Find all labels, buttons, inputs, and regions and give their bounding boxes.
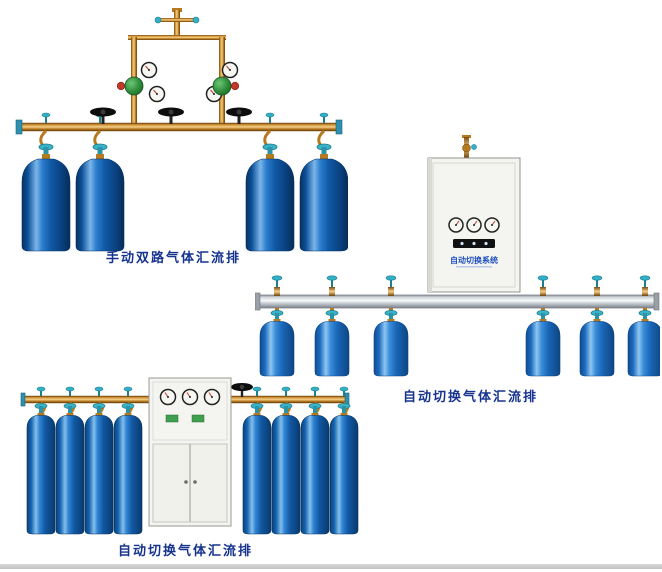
handwheel-valve	[90, 107, 116, 124]
mini-valve	[471, 144, 477, 150]
figure-auto-switch-manifold-b	[20, 377, 359, 535]
control-cabinet	[148, 377, 232, 527]
caption-auto-switch-manifold-a: 自动切换气体汇流排	[403, 389, 539, 404]
gas-cylinder	[271, 403, 301, 535]
gas-cylinder	[525, 309, 561, 377]
gas-cylinder	[259, 309, 295, 377]
gas-cylinder	[26, 403, 56, 535]
green-label	[191, 414, 205, 423]
gas-cylinder	[75, 143, 125, 252]
shutoff-valve	[639, 275, 651, 297]
handwheel-valve	[226, 107, 252, 124]
red-knob	[230, 81, 240, 91]
shutoff-valve	[271, 275, 283, 297]
port-valve	[281, 386, 291, 397]
shutoff-valve	[385, 275, 397, 297]
gas-cylinder	[113, 403, 143, 535]
cabinet-label: 自动切换系统	[450, 255, 498, 265]
cabinet-door-left	[152, 443, 190, 523]
mini-valve	[192, 16, 200, 24]
port-valve	[65, 386, 75, 397]
cabinet-door-right	[190, 443, 228, 523]
port-valve	[123, 386, 133, 397]
control-cabinet: 自动切换系统	[427, 157, 521, 293]
pressure-gauge	[181, 388, 199, 406]
bar-end-cap	[255, 292, 261, 311]
regulator-body	[212, 76, 232, 96]
caption-auto-switch-manifold-b: 自动切换气体汇流排	[118, 543, 254, 558]
regulator-body	[124, 76, 144, 96]
gas-cylinder	[21, 143, 71, 252]
pressure-gauge	[466, 217, 482, 233]
tee-pipe	[160, 18, 194, 22]
gas-cylinder	[300, 403, 330, 535]
figure-manual-dual-manifold	[15, 8, 348, 252]
pipe-end-cap	[20, 392, 26, 407]
pressure-gauge	[148, 85, 166, 103]
page-bottom-divider	[0, 564, 662, 569]
mini-valve	[154, 16, 162, 24]
port-valve	[41, 112, 51, 124]
gas-cylinder	[314, 309, 350, 377]
riser-pipe	[174, 10, 180, 40]
pressure-gauge	[203, 388, 221, 406]
upper-pipe	[128, 35, 226, 40]
cabinet-top-pipe	[462, 135, 477, 158]
shutoff-valve	[591, 275, 603, 297]
pipe-end-cap	[335, 119, 343, 135]
figure-auto-switch-manifold-a: 自动切换系统	[255, 135, 660, 377]
indicator-light	[460, 241, 464, 246]
gas-cylinder	[627, 309, 660, 377]
port-valve	[252, 386, 262, 397]
pressure-gauge	[484, 217, 500, 233]
port-valve	[310, 386, 320, 397]
port-valve	[94, 386, 104, 397]
main-manifold-pipe	[15, 119, 343, 135]
gas-cylinder	[55, 403, 85, 535]
pipe-end-cap	[15, 119, 23, 135]
pressure-gauge	[448, 217, 464, 233]
shutoff-valve	[326, 275, 338, 297]
caption-manual-dual-manifold: 手动双路气体汇流排	[106, 250, 242, 265]
port-valve	[265, 112, 275, 124]
regulator-station-right	[205, 61, 240, 103]
pressure-gauge	[159, 388, 177, 406]
door-handle	[184, 480, 188, 484]
pressure-gauge	[221, 61, 239, 79]
pressure-gauge	[140, 61, 158, 79]
red-knob	[116, 81, 126, 91]
cabinet-sublabel-line	[456, 266, 492, 268]
shutoff-valve	[537, 275, 549, 297]
gas-cylinder	[242, 403, 272, 535]
green-label	[165, 414, 179, 423]
handwheel-valve	[231, 383, 253, 397]
gas-cylinder	[373, 309, 409, 377]
door-handle	[193, 480, 197, 484]
port-valve	[319, 112, 329, 124]
port-valve	[36, 386, 46, 397]
indicator-light	[484, 241, 488, 246]
handwheel-valve	[158, 107, 184, 124]
indicator-light	[472, 241, 476, 246]
manifold-bar	[255, 292, 660, 311]
gas-cylinder	[329, 403, 359, 535]
bar-end-cap	[653, 292, 660, 311]
gas-cylinder	[579, 309, 615, 377]
regulator-station-left	[116, 61, 166, 103]
gas-cylinder	[84, 403, 114, 535]
